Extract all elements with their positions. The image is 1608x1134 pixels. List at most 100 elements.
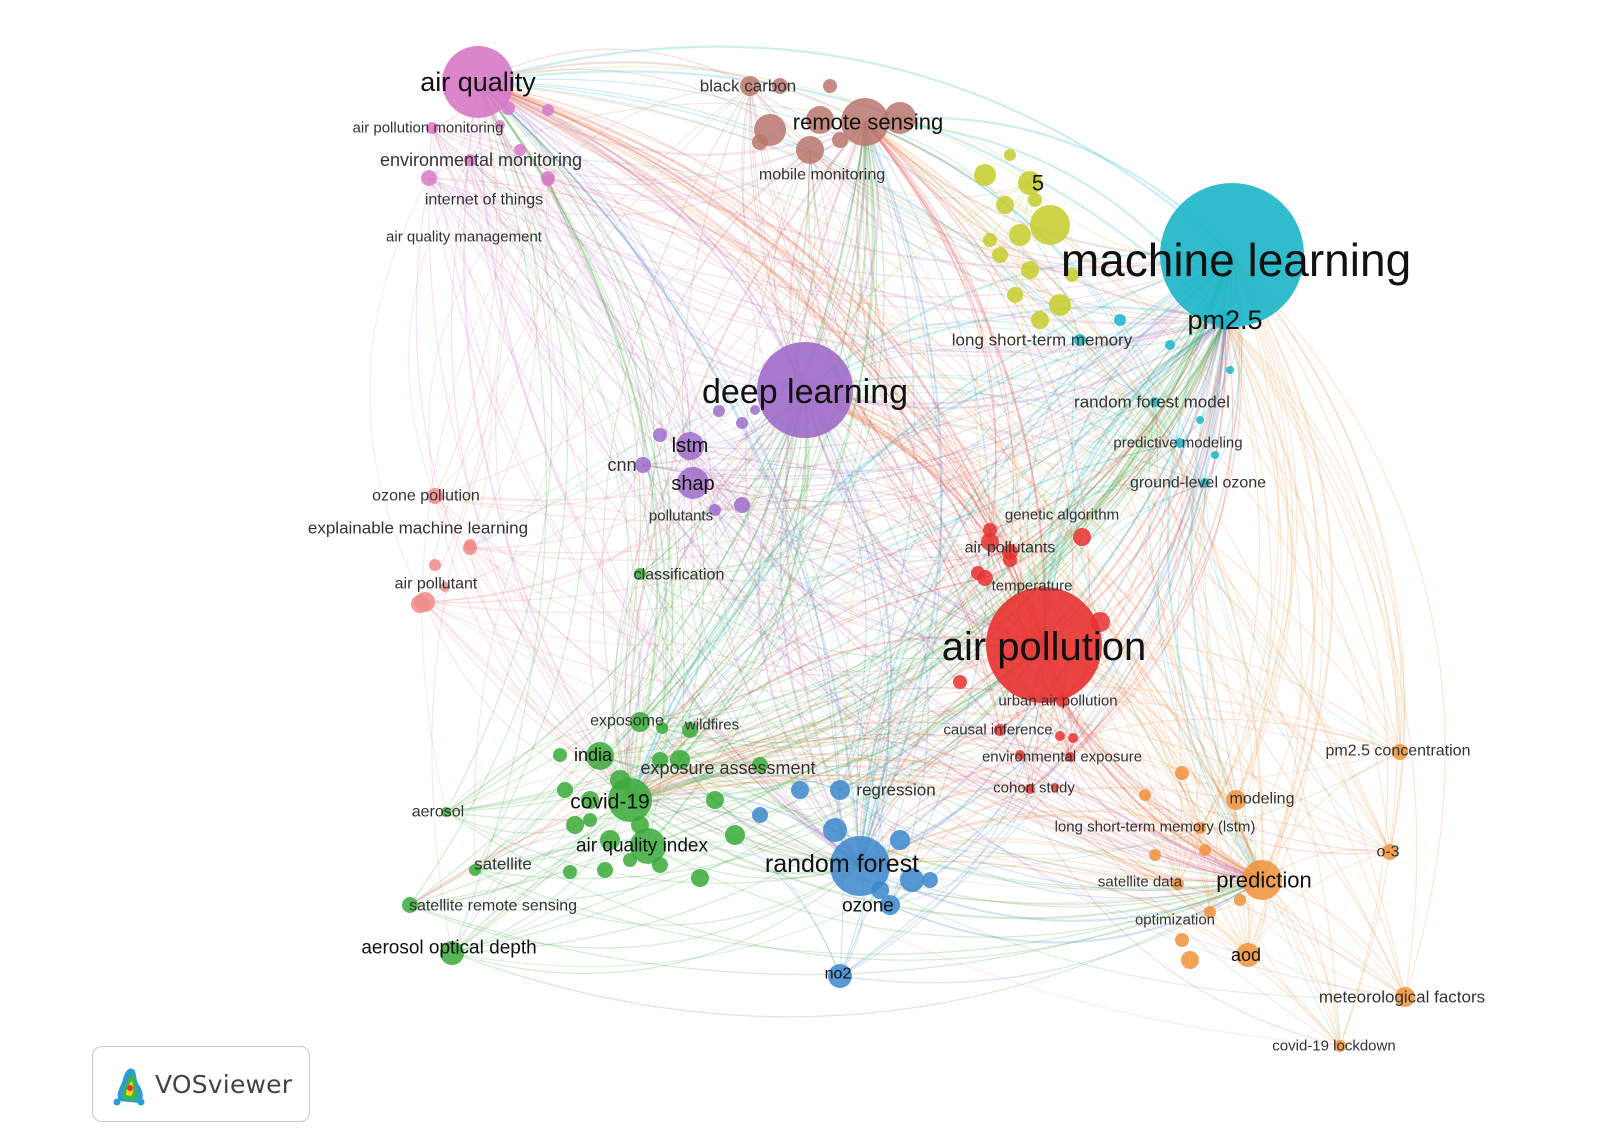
node-prediction[interactable] xyxy=(1242,860,1282,900)
node-wildfires[interactable] xyxy=(656,722,668,734)
network-link xyxy=(1224,319,1293,801)
network-link xyxy=(859,808,1391,867)
node-internet-of-things[interactable] xyxy=(421,170,437,186)
node-satellite-remote-sensing[interactable] xyxy=(402,897,418,913)
node-cohort-study[interactable] xyxy=(1025,784,1035,794)
minor-node xyxy=(440,582,450,592)
network-link xyxy=(424,529,991,646)
network-link xyxy=(407,159,471,497)
network-link xyxy=(424,319,1226,614)
minor-node xyxy=(752,807,768,823)
node-ground-level-ozone[interactable] xyxy=(1200,478,1210,488)
node-aerosol[interactable] xyxy=(441,807,451,817)
node-five[interactable] xyxy=(1018,171,1042,195)
node-environmental-monitoring[interactable] xyxy=(464,154,476,166)
network-link xyxy=(477,81,991,531)
network-link xyxy=(839,319,1226,791)
node-remote-sensing[interactable] xyxy=(841,98,889,146)
node-label-india: india xyxy=(574,745,613,765)
network-link xyxy=(804,389,893,867)
node-o3[interactable] xyxy=(1382,844,1398,860)
node-random-forest-model[interactable] xyxy=(1150,397,1160,407)
node-no2[interactable] xyxy=(828,964,852,988)
network-link xyxy=(428,177,1391,853)
node-machine-learning[interactable] xyxy=(1160,183,1304,327)
node-ozone-pollution[interactable] xyxy=(427,488,443,504)
node-genetic-algorithm[interactable] xyxy=(983,523,997,537)
network-link xyxy=(469,319,1226,554)
network-link xyxy=(451,788,1031,968)
node-air-pollutants[interactable] xyxy=(1002,544,1018,560)
node-temperature[interactable] xyxy=(977,570,993,586)
node-optimization[interactable] xyxy=(1204,906,1216,918)
network-link xyxy=(477,81,1181,444)
minor-node xyxy=(1015,750,1025,760)
node-label-mobile-monitoring: mobile monitoring xyxy=(759,167,885,184)
node-pm25[interactable] xyxy=(1215,310,1235,330)
node-modeling[interactable] xyxy=(1226,790,1246,810)
node-lstm-long[interactable] xyxy=(1074,334,1086,346)
network-link xyxy=(547,177,1045,646)
node-meteorological-factors[interactable] xyxy=(1395,987,1415,1007)
network-link xyxy=(804,389,1201,829)
node-exposome[interactable] xyxy=(630,712,650,732)
node-covid-19-lockdown[interactable] xyxy=(1334,1040,1346,1052)
node-shap[interactable] xyxy=(677,467,709,499)
network-link xyxy=(1231,254,1334,881)
node-air-pollutant[interactable] xyxy=(415,592,435,612)
node-covid-19[interactable] xyxy=(608,778,652,822)
node-aod[interactable] xyxy=(1236,943,1260,967)
node-india[interactable] xyxy=(586,742,614,770)
node-mobile-monitoring[interactable] xyxy=(796,136,824,164)
node-environmental-exposure[interactable] xyxy=(1065,752,1075,762)
node-causal-inference[interactable] xyxy=(994,724,1006,736)
network-link xyxy=(469,159,674,729)
node-ozone[interactable] xyxy=(880,895,900,915)
node-cnn[interactable] xyxy=(635,457,651,473)
network-link xyxy=(477,81,685,761)
node-aod-depth[interactable] xyxy=(440,941,464,965)
node-regression[interactable] xyxy=(830,780,850,800)
node-air-pollution-monitoring[interactable] xyxy=(426,122,438,134)
node-air-pollution[interactable] xyxy=(986,587,1102,703)
node-pollutants[interactable] xyxy=(709,504,721,516)
network-link xyxy=(864,121,1406,998)
network-link xyxy=(428,177,891,906)
network-link xyxy=(639,442,1181,582)
network-link xyxy=(839,789,1263,891)
node-lstm-paren[interactable] xyxy=(1194,822,1206,834)
minor-node xyxy=(1175,933,1189,947)
network-link xyxy=(647,845,1263,938)
node-random-forest[interactable] xyxy=(830,836,890,896)
network-link xyxy=(856,339,1081,867)
node-classification[interactable] xyxy=(634,568,646,580)
node-label-aerosol: aerosol xyxy=(412,804,464,821)
node-exposure-assessment[interactable] xyxy=(670,750,690,770)
node-urban-air-pollution[interactable] xyxy=(1056,695,1068,707)
node-air-quality[interactable] xyxy=(442,46,514,118)
node-black-carbon[interactable] xyxy=(740,76,760,96)
node-air-quality-management[interactable] xyxy=(541,171,555,185)
node-air-quality-index[interactable] xyxy=(630,828,666,864)
node-explainable-ml[interactable] xyxy=(463,541,477,555)
network-link xyxy=(599,644,1045,778)
node-predictive-modeling[interactable] xyxy=(1175,438,1185,448)
minor-node xyxy=(823,818,847,842)
node-lstm[interactable] xyxy=(676,432,704,460)
node-deep-learning[interactable] xyxy=(757,342,853,438)
network-link xyxy=(431,127,640,801)
network-link xyxy=(409,254,1233,906)
node-pm25-concentration[interactable] xyxy=(1392,744,1408,760)
network-link xyxy=(434,254,1233,501)
minor-node xyxy=(890,830,910,850)
network-link xyxy=(445,254,1233,813)
network-link xyxy=(809,149,991,531)
network-link xyxy=(714,121,866,511)
network-link xyxy=(469,159,806,391)
network-link xyxy=(889,254,1233,906)
network-link xyxy=(804,384,1206,484)
node-satellite[interactable] xyxy=(469,864,481,876)
node-satellite-data[interactable] xyxy=(1172,878,1184,890)
network-link xyxy=(469,547,631,801)
